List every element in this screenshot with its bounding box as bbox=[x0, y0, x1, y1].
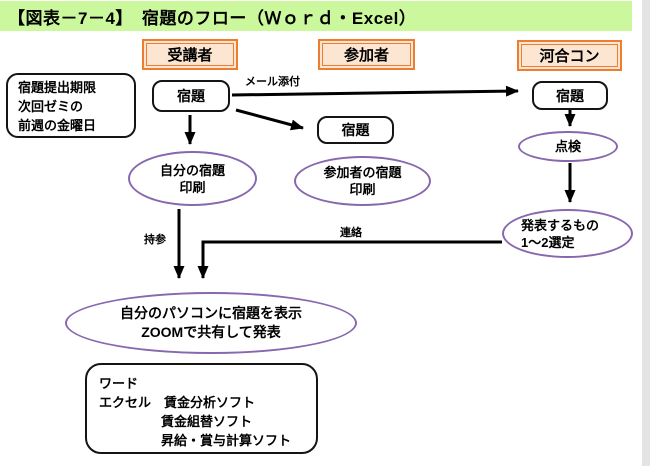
node-homework-mid-label: 宿題 bbox=[341, 122, 370, 138]
page-title: 【図表－7－4】 宿題のフロー（Ｗｏｒｄ・Excel） bbox=[8, 8, 417, 28]
node-print-participants: 参加者の宿題 印刷 bbox=[294, 156, 431, 206]
arrow-mail-attach bbox=[231, 85, 519, 97]
node-select: 発表するもの 1～2選定 bbox=[502, 209, 633, 258]
header-jukousha-label: 受講者 bbox=[167, 47, 213, 64]
header-sankasha: 参加者 bbox=[318, 39, 415, 70]
software-line4: 昇給・賞与計算ソフト bbox=[161, 433, 292, 448]
header-jukousha: 受講者 bbox=[142, 39, 238, 70]
node-deadline-line2: 次回ゼミの bbox=[18, 99, 84, 114]
software-line3: 賃金組替ソフト bbox=[161, 414, 253, 429]
node-select-line1: 発表するもの bbox=[521, 217, 600, 233]
node-select-line2: 1～2選定 bbox=[521, 234, 575, 250]
node-homework-right: 宿題 bbox=[532, 81, 608, 110]
node-software-list: ワード エクセル 賃金分析ソフト 賃金組替ソフト 昇給・賞与計算ソフト bbox=[85, 363, 318, 454]
node-present-line2: ZOOMで共有して発表 bbox=[141, 324, 281, 340]
header-kawai-con-label: 河合コン bbox=[539, 48, 600, 65]
node-print-own: 自分の宿題 印刷 bbox=[128, 151, 257, 206]
node-homework-left-label: 宿題 bbox=[177, 88, 205, 104]
software-line2: エクセル 賃金分析ソフト bbox=[99, 395, 256, 410]
node-present-line1: 自分のパソコンに宿題を表示 bbox=[120, 305, 302, 321]
node-deadline-line3: 前週の金曜日 bbox=[18, 118, 97, 133]
node-print-participants-line2: 印刷 bbox=[349, 182, 376, 197]
edge-label-jisan: 持参 bbox=[144, 234, 166, 246]
edge-label-renraku: 連絡 bbox=[340, 227, 362, 239]
node-homework-mid: 宿題 bbox=[317, 116, 394, 144]
node-check-label: 点検 bbox=[554, 139, 581, 154]
edge-label-mail: メール添付 bbox=[245, 76, 300, 88]
node-print-own-line2: 印刷 bbox=[179, 179, 206, 195]
title-banner: 【図表－7－4】 宿題のフロー（Ｗｏｒｄ・Excel） bbox=[0, 1, 632, 31]
header-kawai-con: 河合コン bbox=[517, 40, 622, 71]
arrow-to-homework-mid bbox=[235, 108, 304, 131]
node-homework-left: 宿題 bbox=[152, 80, 230, 112]
node-print-participants-line1: 参加者の宿題 bbox=[323, 165, 402, 180]
node-deadline: 宿題提出期限 次回ゼミの 前週の金曜日 bbox=[6, 73, 136, 138]
window-edge-strip bbox=[642, 0, 650, 466]
header-sankasha-label: 参加者 bbox=[343, 47, 389, 64]
node-check: 点検 bbox=[518, 131, 618, 162]
arrow-renraku bbox=[197, 240, 502, 279]
node-homework-right-label: 宿題 bbox=[556, 87, 584, 104]
node-deadline-line1: 宿題提出期限 bbox=[18, 80, 97, 95]
software-line1: ワード bbox=[99, 376, 139, 391]
node-print-own-line1: 自分の宿題 bbox=[159, 162, 225, 178]
node-present: 自分のパソコンに宿題を表示 ZOOMで共有して発表 bbox=[65, 292, 357, 354]
